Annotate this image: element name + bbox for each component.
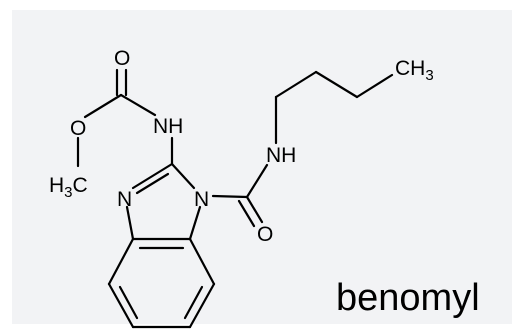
bond-inner-c5-c4 <box>118 285 139 320</box>
atom-ch3-butyl-subscript: 3 <box>425 67 433 84</box>
bond-butyl1-butyl2 <box>274 70 318 99</box>
atom-methyl-h: H <box>49 174 64 197</box>
atom-o-ester: O <box>70 117 86 140</box>
atom-o-carbonyl: O <box>114 47 130 70</box>
atom-methyl: H3C <box>49 174 88 201</box>
atom-ch3-butyl-ch: CH <box>395 57 425 80</box>
bond-c5-c4 <box>107 282 135 329</box>
bond-c4-c3a <box>107 237 135 286</box>
atom-ch3-butyl: CH3 <box>395 57 434 84</box>
bond-butyl2-butyl3 <box>314 70 359 99</box>
bond-c-oester <box>83 93 123 119</box>
compound-name: benomyl <box>336 277 480 319</box>
diagram-panel <box>12 10 512 324</box>
atom-nh-urea: NH <box>266 144 296 167</box>
bond-ureac-o-b <box>237 199 256 228</box>
bond-c2-n3-b <box>135 172 170 195</box>
bond-ureac-o-a <box>245 195 264 224</box>
atom-n3: N <box>117 188 132 211</box>
bond-n1-c7a <box>188 205 202 241</box>
bond-n1-ureac <box>211 194 249 199</box>
bond-inner-c7-c6 <box>183 285 204 320</box>
atom-o-urea: O <box>257 223 273 246</box>
atom-methyl-subscript: 3 <box>64 184 72 201</box>
bond-n3-c3a <box>125 205 135 241</box>
atom-n1: N <box>194 188 209 211</box>
bond-c7a-c7 <box>188 237 216 286</box>
bond-butyl3-butyl4 <box>355 73 394 99</box>
atom-nh-carbamate: NH <box>153 115 183 138</box>
bond-ureac-nh <box>245 163 269 199</box>
bond-c7-c6 <box>188 282 216 329</box>
atom-methyl-c: C <box>73 174 88 197</box>
bond-c2-n1 <box>170 162 196 190</box>
bond-c-nh <box>119 93 157 117</box>
bond-c2-n3-a <box>131 162 174 190</box>
